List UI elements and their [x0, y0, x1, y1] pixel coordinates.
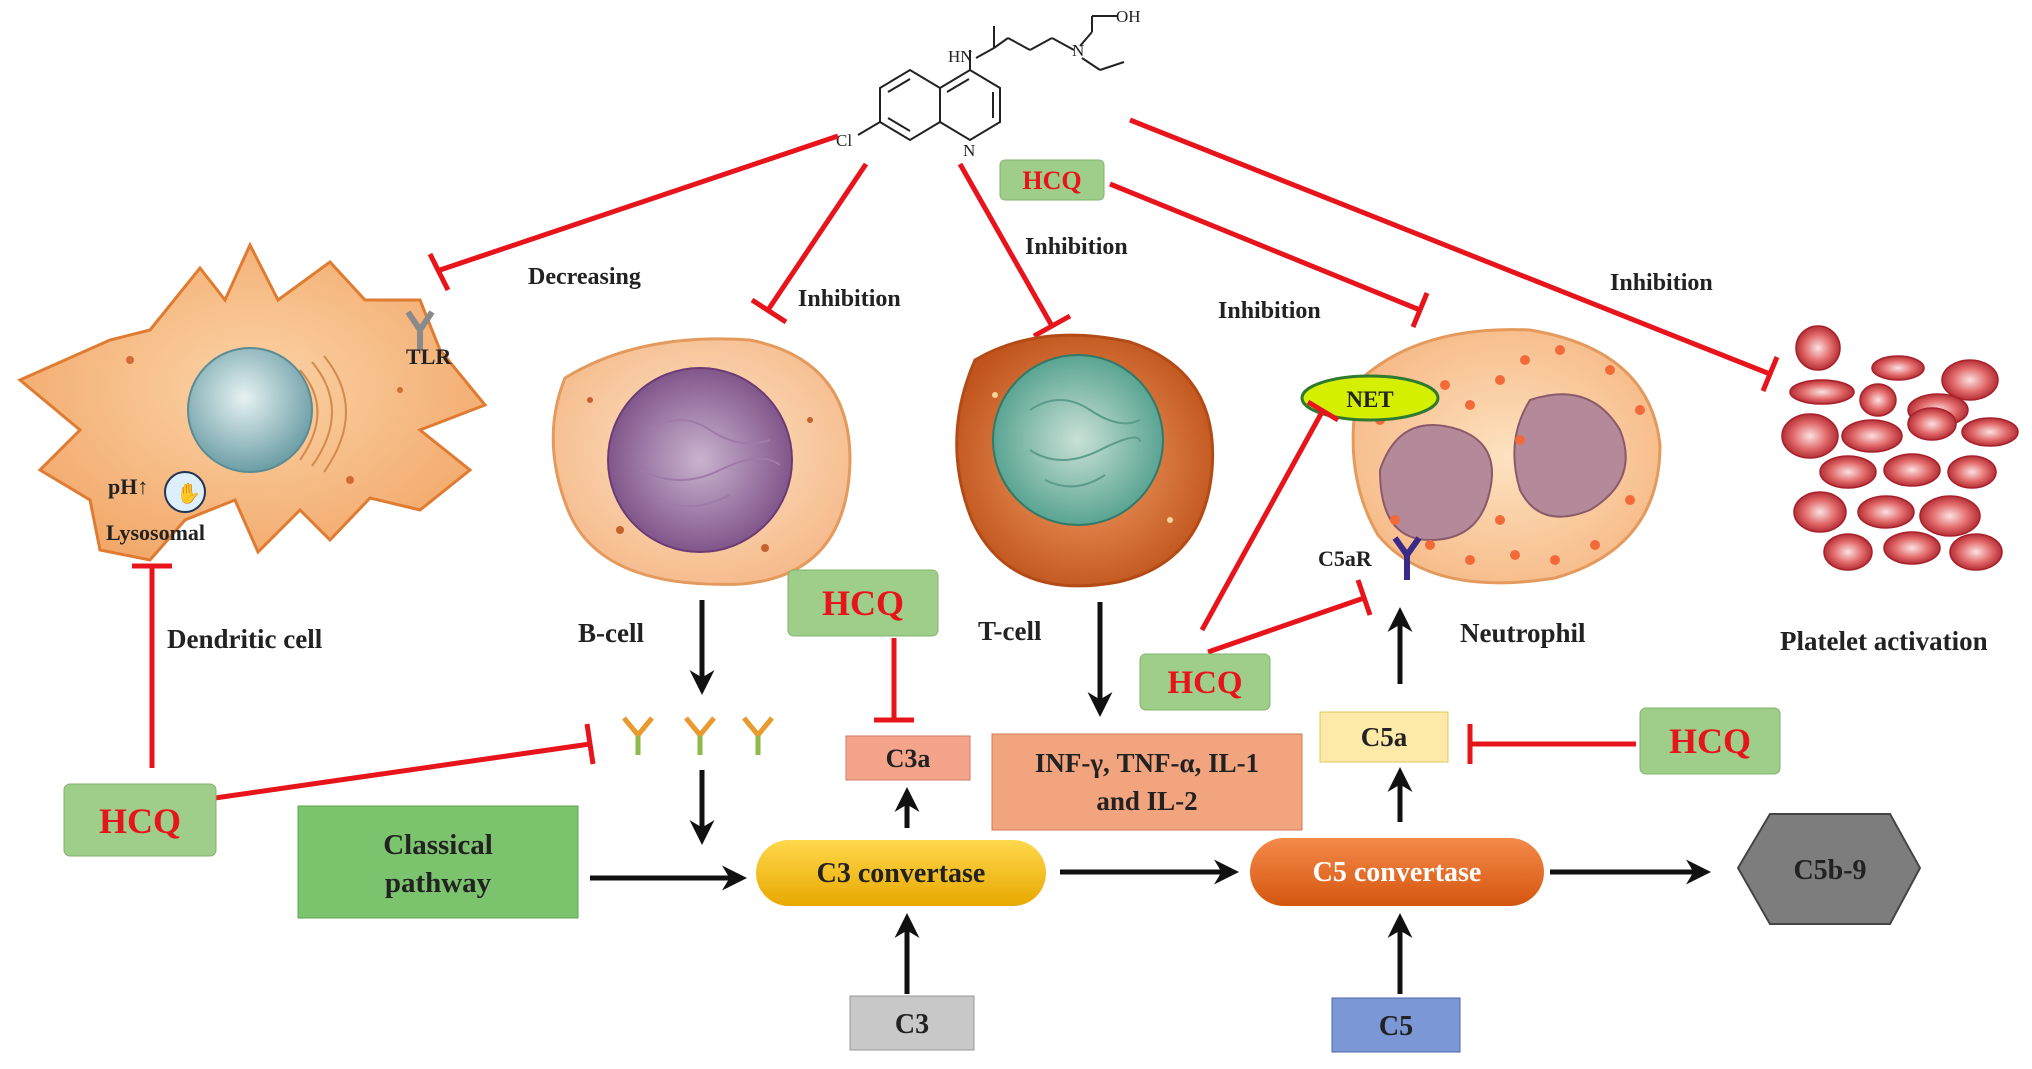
hcq-label-top: HCQ: [1022, 166, 1081, 195]
dendritic-cell: ✋: [17, 241, 488, 562]
effect-inhibition-neutrophil: Inhibition: [1218, 298, 1321, 324]
lysosome-icon: [164, 471, 206, 513]
hcq-label-c5a: HCQ: [1669, 721, 1751, 761]
c5a-label: C5a: [1361, 722, 1408, 752]
c3-convertase-pill: [756, 840, 1046, 906]
hcq-label-left: HCQ: [99, 801, 181, 841]
b-cell-nucleus: [607, 367, 793, 553]
atom-oh: OH: [1116, 7, 1141, 26]
lysosomal-label: Lysosomal: [106, 520, 205, 545]
hcq-box-left: [63, 783, 217, 857]
c3-label: C3: [895, 1009, 929, 1040]
c5-convertase-pill: [1250, 838, 1544, 906]
c5a-box: [1319, 711, 1449, 763]
hcq-box-neutrophil: [1139, 653, 1271, 711]
b-cell-label: B-cell: [578, 618, 644, 648]
classical-line1: Classical: [383, 829, 493, 861]
neutrophil-label: Neutrophil: [1460, 618, 1586, 648]
cytokines-line1: INF-γ, TNF-α, IL-1: [1035, 748, 1259, 778]
t-cell-label: T-cell: [978, 616, 1042, 646]
effect-inhibition-tcell: Inhibition: [1025, 234, 1128, 260]
platelet-activation-label: Platelet activation: [1780, 626, 1988, 656]
effect-inhibition-platelet: Inhibition: [1610, 270, 1713, 296]
lower-inhibition-lines: [214, 399, 1636, 801]
c5-box: [1331, 997, 1461, 1053]
atom-hn: HN: [948, 47, 973, 66]
atom-ring-n: N: [963, 141, 975, 160]
tlr-receptor-icon: [405, 310, 435, 350]
c5b9-hexagon: [1736, 813, 1922, 925]
t-cell: [955, 333, 1215, 588]
svg-text:✋: ✋: [176, 481, 201, 505]
c3-box: [849, 995, 975, 1051]
antibodies-icon: [622, 716, 774, 755]
cytokines-box: [991, 733, 1303, 831]
hcq-box-c3a: [787, 569, 939, 637]
dendritic-cell-label: Dendritic cell: [167, 624, 323, 654]
tlr-label: TLR: [406, 344, 452, 369]
neutrophil: [1300, 328, 1662, 585]
platelet-cluster: [1781, 325, 2019, 571]
dendritic-nucleus: [187, 347, 313, 473]
net-oval: [1300, 374, 1440, 422]
atom-n: N: [1072, 41, 1084, 60]
inhibition-lines: [427, 117, 1780, 392]
ph-label: pH↑: [108, 474, 148, 499]
effect-inhibition-bcell: Inhibition: [798, 286, 901, 312]
hcq-structure: [857, 15, 1125, 142]
inhibit-dendritic: [132, 563, 172, 768]
c5ar-receptor-icon: [1392, 536, 1422, 580]
effect-decreasing: Decreasing: [528, 264, 641, 290]
classical-line2: pathway: [385, 867, 492, 899]
c5-label: C5: [1379, 1011, 1413, 1042]
c3a-label: C3a: [886, 744, 931, 773]
hcq-label-neutrophil: HCQ: [1167, 665, 1242, 701]
c3a-box: [845, 735, 971, 781]
c5ar-label: C5aR: [1318, 546, 1373, 571]
cytokines-line2: and IL-2: [1096, 786, 1197, 816]
pathway-arrows: [590, 600, 1711, 994]
t-cell-nucleus: [992, 354, 1164, 526]
hcq-label-c3a: HCQ: [822, 583, 904, 623]
c3-convertase-label: C3 convertase: [817, 858, 986, 889]
atom-cl: Cl: [836, 131, 852, 150]
c5-convertase-label: C5 convertase: [1313, 857, 1482, 888]
classical-pathway-box: [297, 805, 579, 919]
b-cell: [551, 337, 852, 586]
hcq-box-c5a: [1639, 707, 1781, 775]
net-label: NET: [1346, 387, 1393, 412]
hcq-box-top: [999, 159, 1105, 201]
c5b9-label: C5b-9: [1793, 855, 1866, 886]
